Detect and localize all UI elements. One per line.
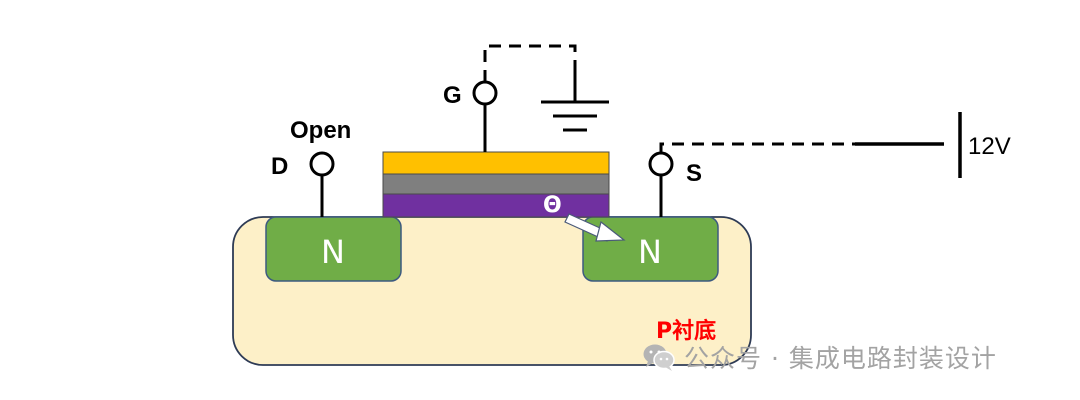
wechat-icon [643,344,675,371]
watermark: 公众号 · 集成电路封装设计 [642,340,997,374]
watermark-text: 公众号 · 集成电路封装设计 [684,344,997,373]
drain-n-label: N [321,233,345,271]
electron-arrow-icon [564,213,626,242]
gate-metal-layer [382,151,610,175]
supply-voltage-label: 12V [968,133,1011,160]
drain-n-region [265,216,402,282]
gate-poly-layer [382,193,610,218]
gate-label: G [443,82,462,109]
drain-label: D [271,153,289,180]
drain-state-label: Open [290,117,352,144]
drain-terminal[interactable] [309,151,335,177]
gate-terminal[interactable] [472,80,498,106]
gate-oxide-layer [382,173,610,195]
source-terminal[interactable] [648,151,674,177]
source-n-label: N [638,233,662,271]
gate-ground-wire [483,44,577,82]
source-supply-wire [659,142,855,153]
substrate-label: P衬底 [656,319,717,344]
electron-symbol: Θ [543,193,562,218]
source-label: S [686,160,703,187]
source-n-region [582,216,719,282]
ground-symbol-icon [541,100,609,132]
